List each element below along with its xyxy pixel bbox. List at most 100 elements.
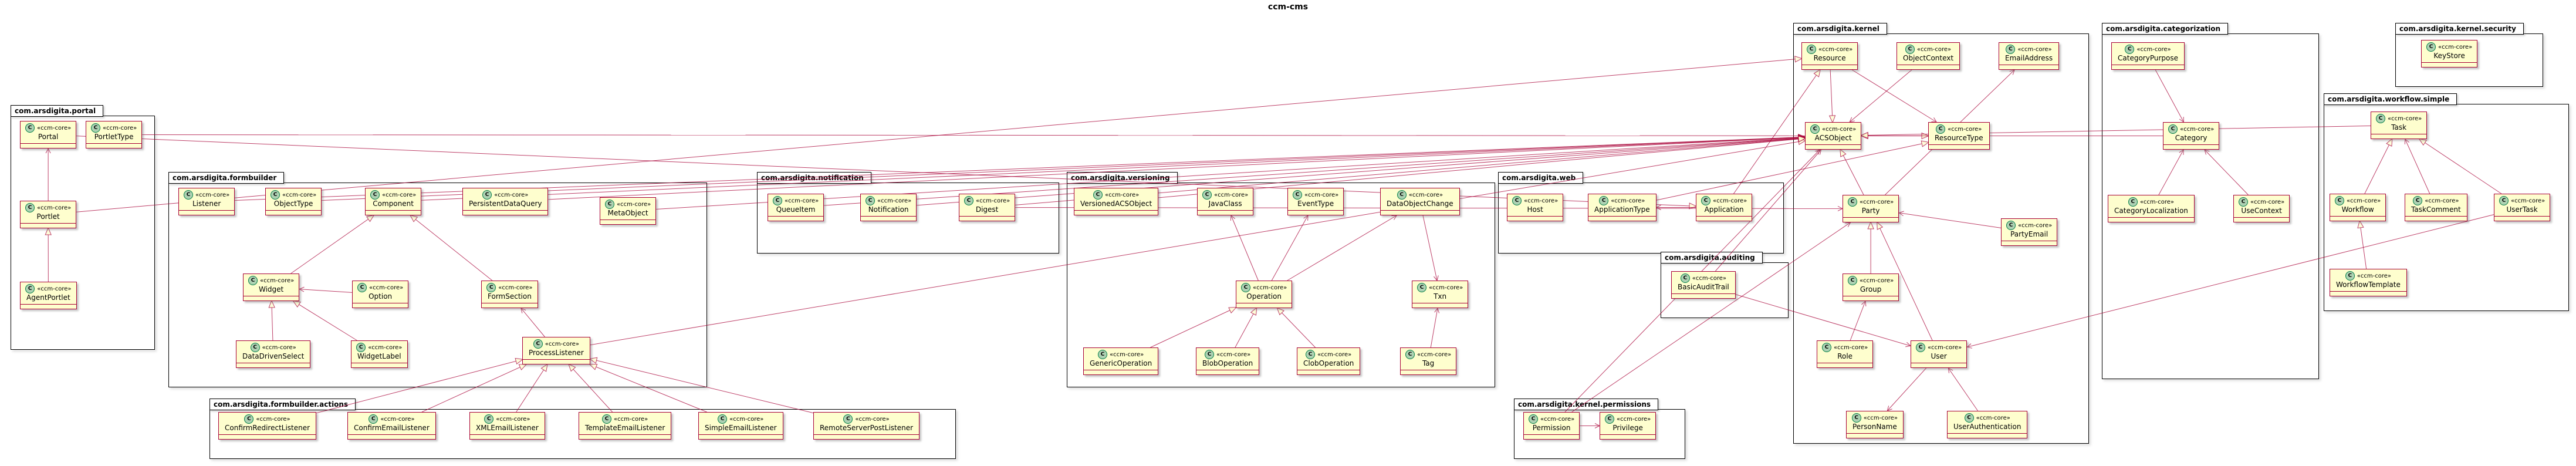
class-WorkflowTemplate: C«ccm-core»WorkflowTemplate	[2330, 269, 2407, 296]
class-icon: C	[2168, 124, 2178, 134]
class-ConfirmRedirectListener: C«ccm-core»ConfirmRedirectListener	[218, 412, 317, 440]
class-members-compartment	[2494, 216, 2550, 221]
class-icon: C	[1205, 350, 1214, 359]
class-stereotype: «ccm-core»	[1417, 351, 1452, 358]
class-icon: C	[2006, 221, 2016, 230]
class-stereotype: «ccm-core»	[545, 340, 580, 347]
class-stereotype: «ccm-core»	[1110, 351, 1144, 358]
class-icon: C	[1093, 190, 1103, 200]
class-stereotype: «ccm-core»	[1834, 344, 1868, 351]
class-name: ConfirmEmailListener	[354, 424, 430, 432]
class-name: XMLEmailListener	[476, 424, 539, 432]
package-label-formbuilder-actions: com.arsdigita.formbuilder.actions	[209, 399, 356, 410]
class-stereotype: «ccm-core»	[1860, 198, 1894, 205]
class-icon: C	[718, 414, 728, 424]
class-name: VersionedACSObject	[1080, 200, 1152, 208]
class-icon: C	[1851, 413, 1861, 423]
class-stereotype: «ccm-core»	[1928, 344, 1962, 351]
class-stereotype: «ccm-core»	[1692, 275, 1726, 282]
package-categorization: com.arsdigita.categorization	[2102, 22, 2319, 379]
class-header: C«ccm-core»	[244, 274, 299, 285]
class-name: ApplicationType	[1594, 205, 1650, 214]
class-header: C«ccm-core»	[1843, 274, 1898, 285]
class-header: C«ccm-core»	[1524, 413, 1579, 424]
class-header: C«ccm-core»	[482, 281, 537, 292]
class-members-compartment	[1948, 433, 2027, 438]
package-label-notification: com.arsdigita.notification	[757, 172, 871, 184]
class-members-compartment	[959, 216, 1015, 221]
class-Role: C«ccm-core»Role	[1817, 340, 1874, 368]
class-members-compartment	[2405, 216, 2467, 221]
package-label-portal: com.arsdigita.portal	[11, 105, 104, 117]
class-header: C«ccm-core»	[2371, 112, 2426, 123]
class-members-compartment	[353, 303, 408, 308]
class-icon: C	[25, 284, 35, 293]
class-members-compartment	[86, 143, 142, 148]
class-header: C«ccm-core»	[2330, 194, 2385, 205]
class-stereotype: «ccm-core»	[282, 191, 317, 198]
class-stereotype: «ccm-core»	[614, 416, 648, 423]
class-header: C«ccm-core»	[1288, 188, 1343, 200]
class-header: C«ccm-core»	[2405, 194, 2467, 205]
class-icon: C	[2125, 45, 2135, 54]
class-members-compartment	[1401, 370, 1456, 374]
class-members-compartment	[1288, 210, 1344, 215]
class-stereotype: «ccm-core»	[2438, 43, 2473, 50]
class-members-compartment	[1600, 434, 1656, 439]
class-stereotype: «ccm-core»	[877, 197, 912, 204]
class-Workflow: C«ccm-core»Workflow	[2330, 194, 2386, 221]
class-stereotype: «ccm-core»	[2136, 46, 2171, 53]
class-icon: C	[1807, 45, 1816, 54]
class-stereotype: «ccm-core»	[1916, 46, 1952, 53]
class-name: UserAuthentication	[1953, 423, 2021, 431]
class-Txn: C«ccm-core»Txn	[1412, 281, 1469, 308]
class-name: EmailAddress	[2005, 54, 2053, 62]
class-members-compartment	[2330, 291, 2406, 296]
class-icon: C	[2376, 114, 2385, 123]
class-name: KeyStore	[2433, 52, 2465, 60]
class-Resource: C«ccm-core»Resource	[1801, 42, 1858, 70]
class-stereotype: «ccm-core»	[494, 191, 529, 198]
class-members-compartment	[21, 223, 76, 228]
class-members-compartment	[1196, 370, 1259, 374]
class-icon: C	[964, 196, 973, 205]
class-stereotype: «ccm-core»	[498, 284, 533, 291]
class-Task: C«ccm-core»Task	[2371, 112, 2428, 139]
class-icon: C	[2128, 197, 2138, 207]
class-PersistentDataQuery: C«ccm-core»PersistentDataQuery	[462, 188, 549, 215]
class-stereotype: «ccm-core»	[496, 416, 530, 423]
class-header: C«ccm-core»	[266, 188, 321, 200]
class-icon: C	[244, 414, 254, 424]
class-name: ProcessListener	[529, 349, 584, 357]
class-name: Party	[1861, 207, 1880, 215]
package-label-auditing: com.arsdigita.auditing	[1661, 252, 1763, 264]
class-stereotype: «ccm-core»	[1713, 197, 1747, 204]
class-members-compartment	[351, 363, 407, 367]
class-members-compartment	[523, 359, 590, 364]
class-RemoteServerPostListener: C«ccm-core»RemoteServerPostListener	[813, 412, 920, 440]
class-stereotype: «ccm-core»	[855, 416, 890, 423]
package-label-kernel: com.arsdigita.kernel	[1793, 23, 1887, 35]
class-UserTask: C«ccm-core»UserTask	[2494, 194, 2551, 221]
class-icon: C	[1680, 273, 1690, 283]
class-header: C«ccm-core»	[470, 413, 545, 424]
class-header: C«ccm-core»	[523, 337, 590, 349]
class-stereotype: «ccm-core»	[1304, 191, 1339, 198]
class-members-compartment	[21, 143, 76, 148]
class-icon: C	[1936, 124, 1946, 134]
class-header: C«ccm-core»	[1999, 43, 2058, 54]
class-stereotype: «ccm-core»	[369, 284, 404, 291]
class-name: Component	[373, 200, 414, 208]
class-name: PartyEmail	[2010, 230, 2048, 238]
class-name: CategoryPurpose	[2118, 54, 2178, 62]
class-header: C«ccm-core»	[353, 281, 408, 292]
class-members-compartment	[463, 210, 548, 215]
class-PartyEmail: C«ccm-core»PartyEmail	[2001, 218, 2058, 246]
class-icon: C	[2499, 196, 2509, 205]
class-name: TemplateEmailListener	[585, 424, 665, 432]
class-stereotype: «ccm-core»	[1104, 191, 1140, 198]
class-QueueItem: C«ccm-core»QueueItem	[768, 194, 824, 221]
class-header: C«ccm-core»	[86, 121, 141, 133]
class-icon: C	[356, 343, 366, 352]
class-WidgetLabel: C«ccm-core»WidgetLabel	[351, 340, 408, 368]
